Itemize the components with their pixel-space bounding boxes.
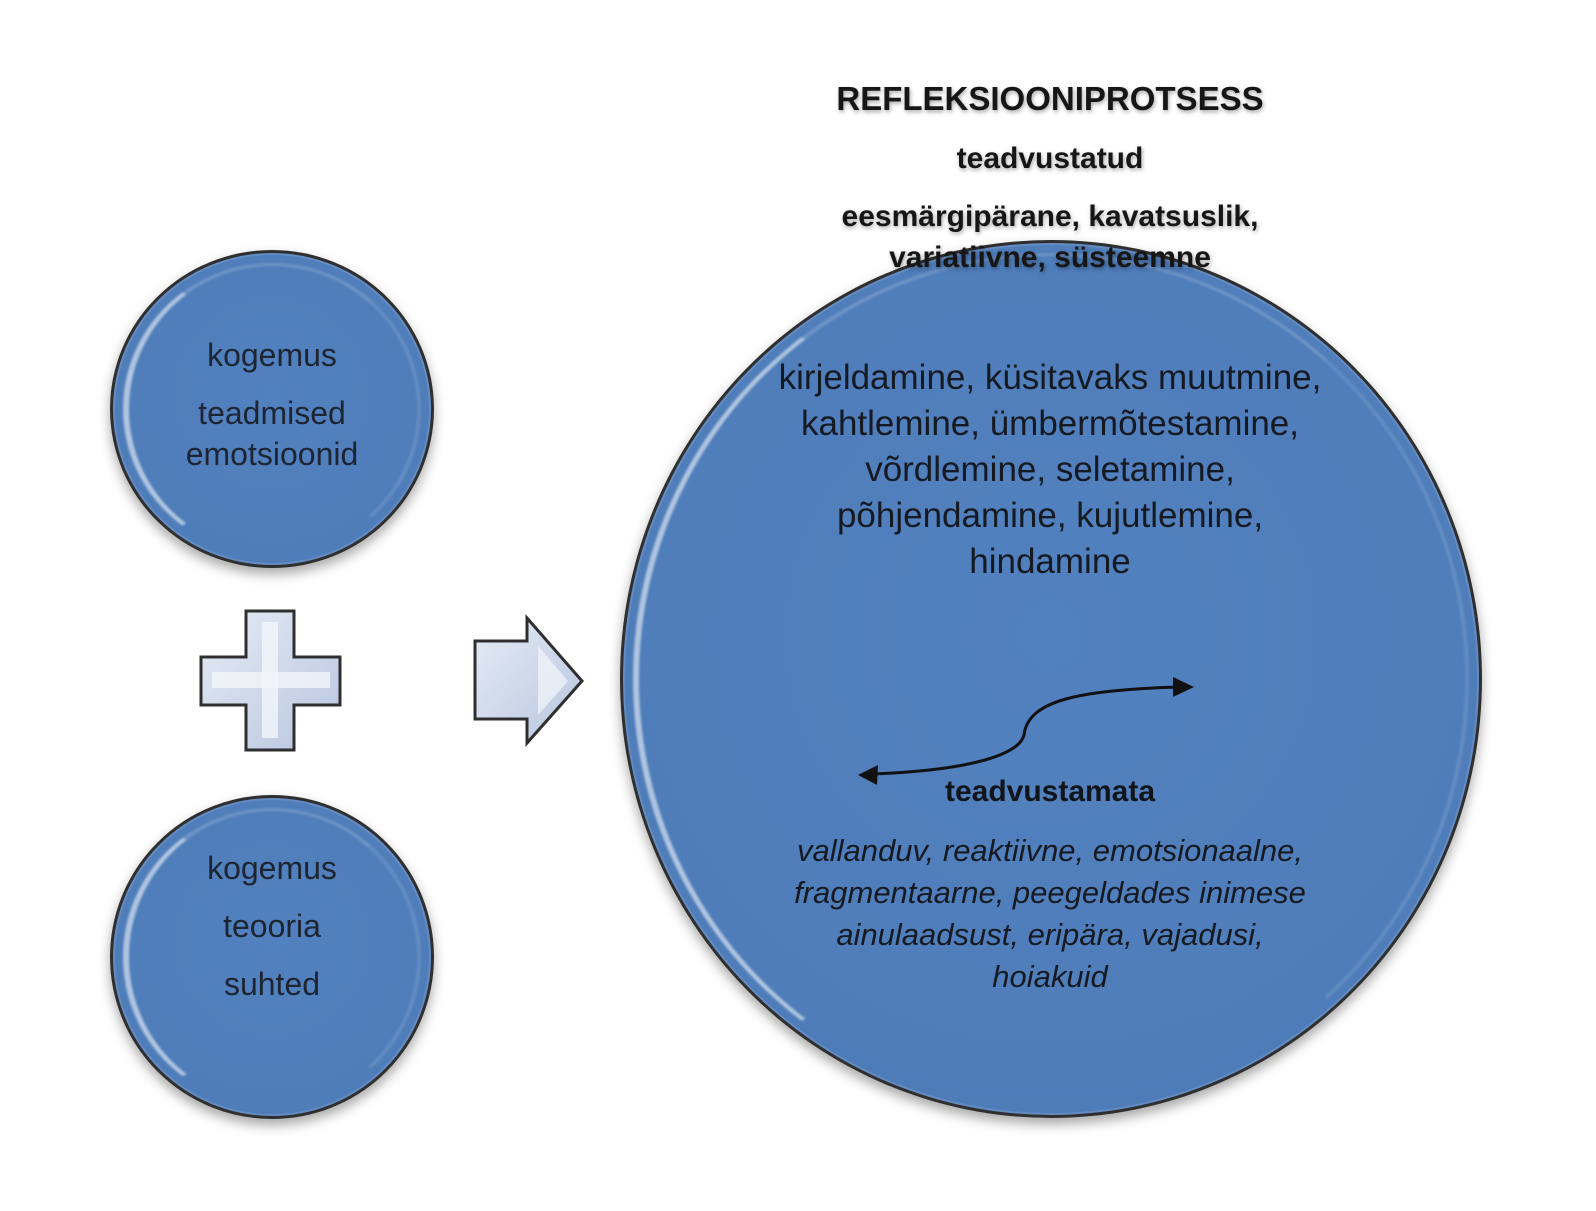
conscious-label: teadvustatud: [956, 142, 1144, 175]
circle-bottom-line-1: kogemus: [207, 850, 337, 886]
action-line-5: hindamine: [969, 542, 1131, 581]
action-line-2: kahtlemine, ümbermõtestamine,: [801, 404, 1299, 443]
experience-knowledge-circle: kogemus teadmised emotsioonid: [110, 250, 434, 568]
circle-bottom-line-2: teooria: [223, 908, 321, 944]
diagram-title: REFLEKSIOONIPROTSESS: [836, 80, 1264, 117]
action-line-4: põhjendamine, kujutlemine,: [836, 496, 1264, 535]
unconscious-label: teadvustamata: [944, 775, 1156, 808]
circle-top-line-2: teadmised: [198, 395, 346, 431]
unconscious-traits: vallanduv, reaktiivne, emotsionaalne, fr…: [745, 830, 1355, 998]
reflection-circle: [620, 240, 1482, 1118]
unconscious-trait-line-1: vallanduv, reaktiivne, emotsionaalne,: [796, 833, 1304, 868]
action-line-3: võrdlemine, seletamine,: [865, 450, 1235, 489]
unconscious-trait-line-4: hoiakuid: [992, 959, 1108, 994]
double-arrow-curve-icon: [858, 677, 1194, 785]
circle-top-line-3: emotsioonid: [185, 436, 359, 472]
unconscious-trait-line-3: ainulaadsust, eripära, vajadusi,: [836, 917, 1264, 952]
conscious-traits-line-1: eesmärgipärane, kavatsuslik,: [841, 200, 1259, 233]
plus-icon: [199, 609, 342, 752]
unconscious-trait-line-2: fragmentaarne, peegeldades inimese: [794, 875, 1306, 910]
circle-bottom-line-3: suhted: [223, 966, 321, 1002]
circle-top-line-1: kogemus: [207, 337, 337, 373]
right-arrow-icon: [473, 614, 584, 747]
action-line-1: kirjeldamine, küsitavaks muutmine,: [778, 358, 1322, 397]
conscious-traits-line-2: variatiivne, süsteemne: [889, 241, 1211, 274]
reflection-actions: kirjeldamine, küsitavaks muutmine, kahtl…: [745, 355, 1355, 585]
experience-theory-circle: kogemus teooria suhted: [110, 795, 434, 1119]
